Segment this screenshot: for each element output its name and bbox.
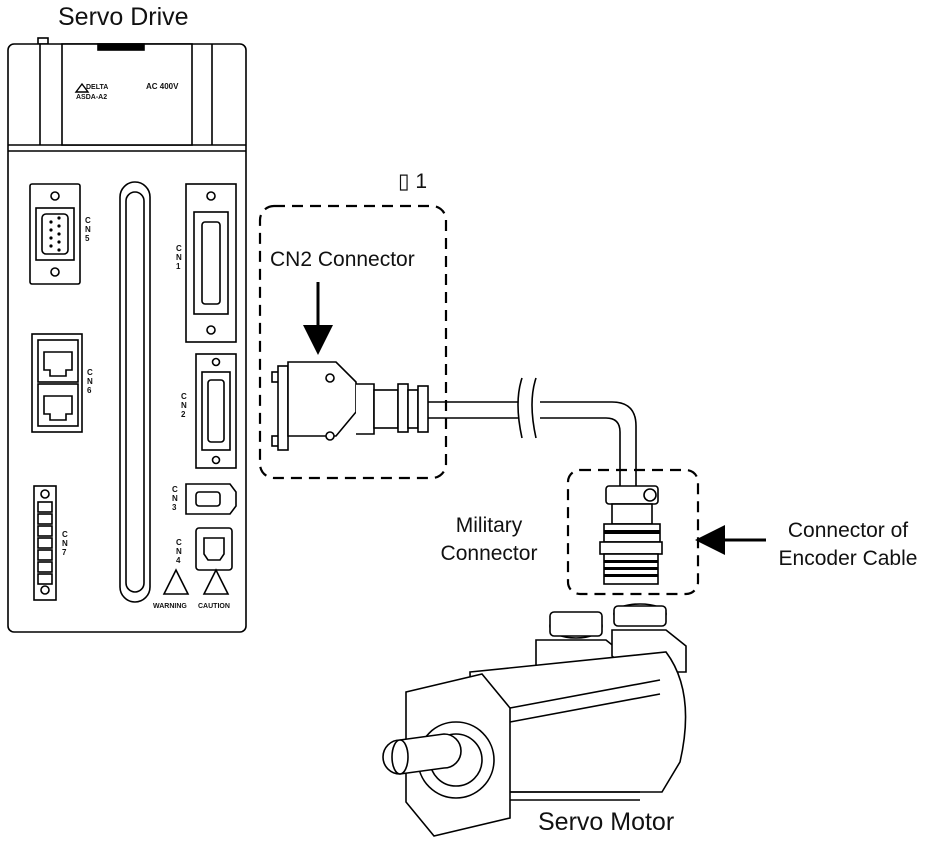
cn6-port bbox=[32, 334, 82, 432]
encoder-cable bbox=[428, 378, 636, 488]
military-line-2: Connector bbox=[441, 542, 538, 565]
servo-motor-title: Servo Motor bbox=[538, 808, 674, 837]
encoder-line-2: Encoder Cable bbox=[779, 547, 918, 570]
caution-label: CAUTION bbox=[198, 603, 230, 610]
note-marker: ▯ 1 bbox=[398, 169, 427, 194]
warning-label: WARNING bbox=[153, 603, 187, 610]
drive-model-label: ASDA-A2 bbox=[76, 94, 107, 101]
drive-brand-label: DELTA bbox=[86, 84, 108, 91]
cn4-port bbox=[196, 528, 232, 570]
cn2-connector-label: CN2 Connector bbox=[270, 248, 415, 272]
cn1-port bbox=[186, 184, 236, 342]
cn7-port bbox=[34, 486, 56, 600]
cn2-port bbox=[196, 354, 236, 468]
cn3-port bbox=[186, 484, 236, 514]
cn5-port bbox=[30, 184, 80, 284]
drive-voltage-label: AC 400V bbox=[146, 82, 178, 91]
military-line-1: Military bbox=[456, 514, 523, 537]
servo-drive bbox=[8, 38, 246, 632]
servo-drive-title: Servo Drive bbox=[58, 3, 189, 32]
encoder-cable-label: Connector of Encoder Cable bbox=[764, 517, 932, 573]
encoder-line-1: Connector of bbox=[788, 519, 908, 542]
military-connector-label: Military Connector bbox=[424, 512, 554, 568]
cn2-connector-detail bbox=[260, 206, 446, 478]
military-connector bbox=[568, 470, 766, 594]
servo-motor bbox=[383, 604, 686, 836]
